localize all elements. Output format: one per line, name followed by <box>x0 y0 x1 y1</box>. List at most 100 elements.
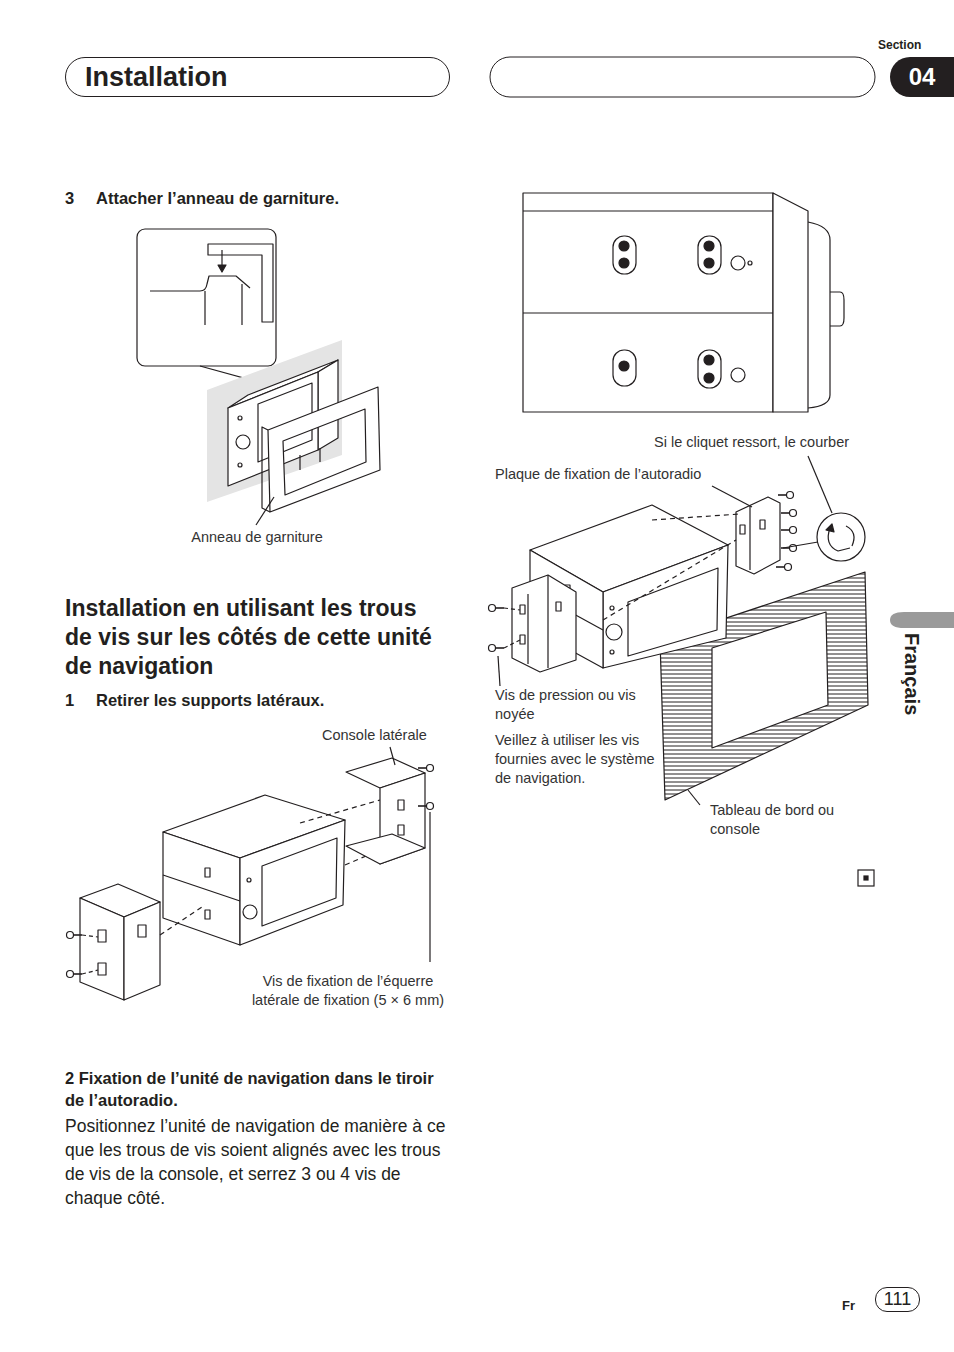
mounting-figure-part <box>504 608 520 648</box>
unit-side-view <box>523 193 844 412</box>
mounting-figure-part <box>688 790 700 805</box>
side-bracket-figure-part <box>346 834 425 864</box>
trim-ring-figure-part <box>221 250 222 266</box>
note-text: Si le cliquet ressort, le courber <box>654 434 879 450</box>
mounting-figure-part <box>528 575 548 668</box>
trim-ring-figure-part <box>256 497 274 525</box>
side-bracket-figure-part <box>98 930 106 942</box>
page-number: 111 <box>876 1288 919 1311</box>
trim-ring-figure-part <box>262 427 270 512</box>
header-title: Installation <box>66 58 449 96</box>
side-bracket-figure-part <box>163 875 240 901</box>
mounting-figure-part <box>817 513 865 561</box>
trim-ring-figure-part <box>150 276 250 291</box>
trim-ring-figure-part <box>137 229 276 366</box>
trim-ring-figure-part <box>208 244 273 322</box>
trim-ring-figure-part <box>238 463 242 467</box>
unit-side-view-part <box>731 368 745 382</box>
trim-ring-figure-part <box>205 284 242 325</box>
side-bracket-figure-part <box>390 747 395 765</box>
mounting-figure-part <box>520 635 525 644</box>
mounting-figure-part <box>603 514 740 620</box>
mounting-figure-part <box>781 510 797 517</box>
section-number: 04 <box>890 57 954 97</box>
unit-side-view-part <box>808 222 830 408</box>
side-bracket-figure-part <box>240 820 345 945</box>
section-caption: Section <box>878 38 921 52</box>
mounting-figure-part <box>740 525 745 534</box>
side-bracket-figure-part <box>247 878 251 882</box>
side-bracket-figure-part <box>67 971 83 978</box>
section-marker: Section 04 <box>878 38 954 97</box>
step-heading: Retirer les supports latéraux. <box>96 691 426 710</box>
note-text: Veillez à utiliser les vis fournies avec… <box>495 731 667 788</box>
end-mark-part <box>864 876 868 880</box>
mounting-figure-part <box>512 575 576 672</box>
side-bracket-figure-part <box>205 910 210 919</box>
side-bracket-figure-part <box>205 868 210 877</box>
mounting-figure-part <box>603 545 728 668</box>
trim-ring-figure <box>137 229 380 525</box>
unit-side-view-part <box>731 256 745 270</box>
trim-ring-figure-part <box>218 265 226 272</box>
mounting-figure-part <box>783 542 818 548</box>
unit-side-view-part <box>704 355 714 365</box>
page-number-box: 111 <box>875 1287 920 1312</box>
unit-side-view-part <box>773 193 808 412</box>
unit-side-view-part <box>698 236 721 274</box>
unit-side-view-part <box>748 261 752 265</box>
step-heading: Attacher l’anneau de garniture. <box>96 189 426 208</box>
language-tab: Français <box>888 612 954 727</box>
mounting-figure-part <box>610 650 614 654</box>
side-bracket-figure-part <box>160 800 380 935</box>
side-bracket-figure-part <box>67 932 83 939</box>
step-number: 1 <box>65 691 95 710</box>
mounting-figure-part <box>808 456 832 513</box>
header-frame <box>490 57 875 97</box>
unit-side-view-part <box>619 258 629 268</box>
mounting-figure-part <box>556 602 561 611</box>
unit-side-view-part <box>613 236 636 274</box>
mounting-figure-part <box>520 605 525 614</box>
header-frame-part <box>490 57 875 97</box>
body-text: Positionnez l’unité de navigation de man… <box>65 1114 457 1210</box>
mounting-figure-part <box>606 624 622 640</box>
mounting-figure-part <box>760 520 765 529</box>
trim-ring-figure-part <box>238 416 242 420</box>
side-bracket-figure-part <box>418 803 434 810</box>
side-bracket-figure-part <box>98 963 106 975</box>
mounting-figure-part <box>610 606 614 610</box>
unit-side-view-part <box>830 292 844 326</box>
end-mark-part <box>858 870 874 886</box>
language-tab <box>890 612 954 628</box>
part-name: Vis de pression ou vis noyée <box>495 686 660 724</box>
trim-ring-figure-part <box>300 448 320 470</box>
step-number: 3 <box>65 189 95 208</box>
mounting-figure-part <box>749 506 750 570</box>
trim-ring-figure-part <box>268 387 380 512</box>
unit-side-view-part <box>704 258 714 268</box>
side-bracket-figure-part <box>429 812 430 962</box>
mounting-figure-part <box>736 497 780 574</box>
language-code: Fr <box>842 1298 870 1313</box>
end-mark <box>858 870 874 886</box>
language-name: Français <box>900 633 923 715</box>
part-name: Anneau de garniture <box>177 529 337 545</box>
side-bracket-figure-part <box>138 925 146 937</box>
unit-side-view-part <box>613 350 636 386</box>
unit-side-view-part <box>704 373 714 383</box>
unit-side-view-part <box>523 211 773 313</box>
side-bracket-figure-part <box>163 832 240 945</box>
mounting-figure-part <box>712 612 828 748</box>
step-heading: 2 Fixation de l’unité de navigation dans… <box>65 1067 440 1111</box>
part-name: Console latérale <box>322 727 452 743</box>
language-tab-part <box>890 612 954 628</box>
side-bracket-figure-part <box>124 902 160 1000</box>
unit-side-view-part <box>523 193 773 412</box>
mounting-figure-part <box>628 568 718 656</box>
unit-side-view-part <box>619 241 629 251</box>
side-bracket-figure-part <box>262 838 337 926</box>
unit-side-view-part <box>619 361 629 371</box>
mounting-figure-part <box>712 486 752 507</box>
side-bracket-figure-part <box>82 935 98 974</box>
